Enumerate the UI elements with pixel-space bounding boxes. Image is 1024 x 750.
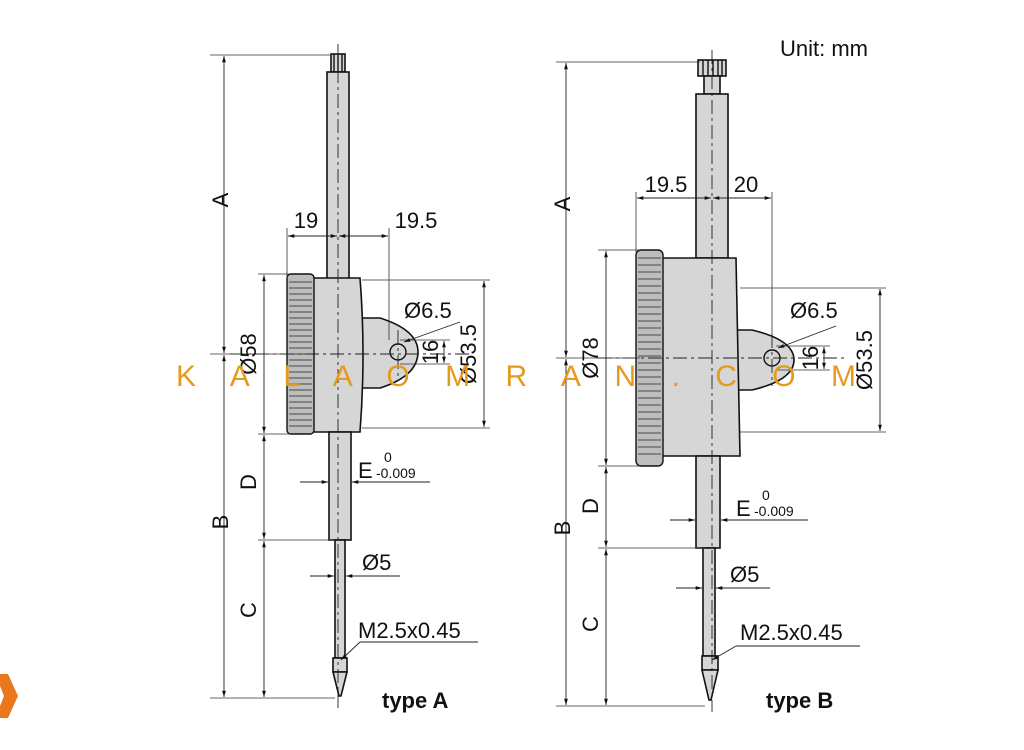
type-a-dim-A: A [208,192,233,207]
corner-logo-icon [0,674,18,718]
type-b-dim-D: D [578,498,603,514]
type-a-dim-D: D [236,474,261,490]
type-b-contact-tip [700,669,720,701]
type-a-thread: M2.5x0.45 [358,618,461,643]
type-b-tol-upper: 0 [762,487,770,503]
type-a-dim-16: 16 [418,340,443,364]
type-a-tol-E: E [358,458,373,483]
type-b-dim-20: 20 [734,172,758,197]
type-a-contact-tip [331,671,349,697]
type-b-dia-5: Ø5 [730,562,759,587]
watermark-text: K A L A O M R A N . C O M [176,360,856,393]
type-b-dia-53-5: Ø53.5 [852,330,877,390]
type-a-title: type A [382,688,449,713]
type-b-tol-lower: -0.009 [754,503,794,519]
type-b-dia-78: Ø78 [578,337,603,379]
type-b-lower-stem [695,455,721,549]
type-b-dim-B: B [550,521,575,536]
type-b-thread: M2.5x0.45 [740,620,843,645]
type-a-contact-hex [332,657,348,673]
type-b-dim-16: 16 [798,346,823,370]
type-a-dim-B: B [208,515,233,530]
type-b-dia-6-5: Ø6.5 [790,298,838,323]
type-b-dim-A: A [550,196,575,211]
type-b-title: type B [766,688,833,713]
type-a-tol-lower: -0.009 [376,465,416,481]
type-b-dim-19-5: 19.5 [645,172,688,197]
type-a-dia-5: Ø5 [362,550,391,575]
type-b-body [659,257,741,457]
type-a-dia-6-5: Ø6.5 [404,298,452,323]
type-a-dim-19: 19 [294,208,318,233]
type-b-spindle [702,547,716,657]
type-a-dia-53-5: Ø53.5 [456,324,481,384]
type-a-dia-58: Ø58 [236,333,261,375]
type-a-dim-19-5: 19.5 [395,208,438,233]
unit-label: Unit: mm [780,36,868,61]
type-a-dim-C: C [236,602,261,618]
type-b-dim-C: C [578,616,603,632]
type-a-drawing: A B Ø58 D C 19 19.5 Ø6.5 16 Ø53.5 E 0 -0… [208,44,490,713]
type-a-lower-stem [328,431,352,541]
type-b-drawing: A B Ø78 D C 19.5 20 Ø6.5 16 Ø53.5 E 0 -0… [550,50,886,713]
type-a-spindle [334,539,346,659]
type-a-body [311,277,364,433]
type-a-tol-upper: 0 [384,449,392,465]
type-a-lug [359,317,419,389]
type-b-tol-E: E [736,496,751,521]
